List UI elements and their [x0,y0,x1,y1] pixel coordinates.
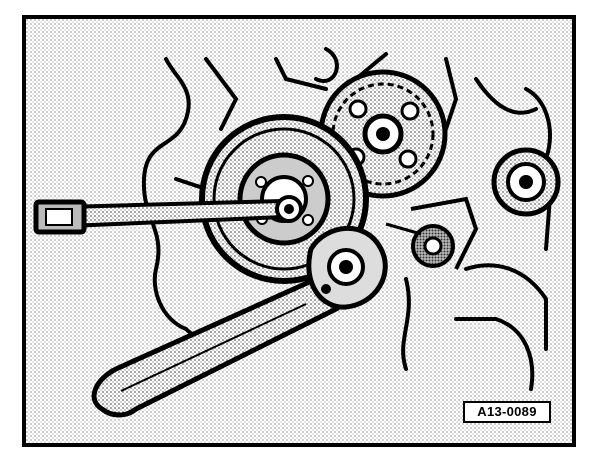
socket-wrench-icon [33,195,303,235]
engine-service-illustration [26,19,572,443]
illustration-frame: A13-0089 [22,15,576,447]
tensioner-pulley-icon [491,147,561,217]
idler-bolt-assembly [385,196,479,270]
figure-reference-code: A13-0089 [463,401,551,423]
ratchet-wrench-icon [91,225,388,418]
